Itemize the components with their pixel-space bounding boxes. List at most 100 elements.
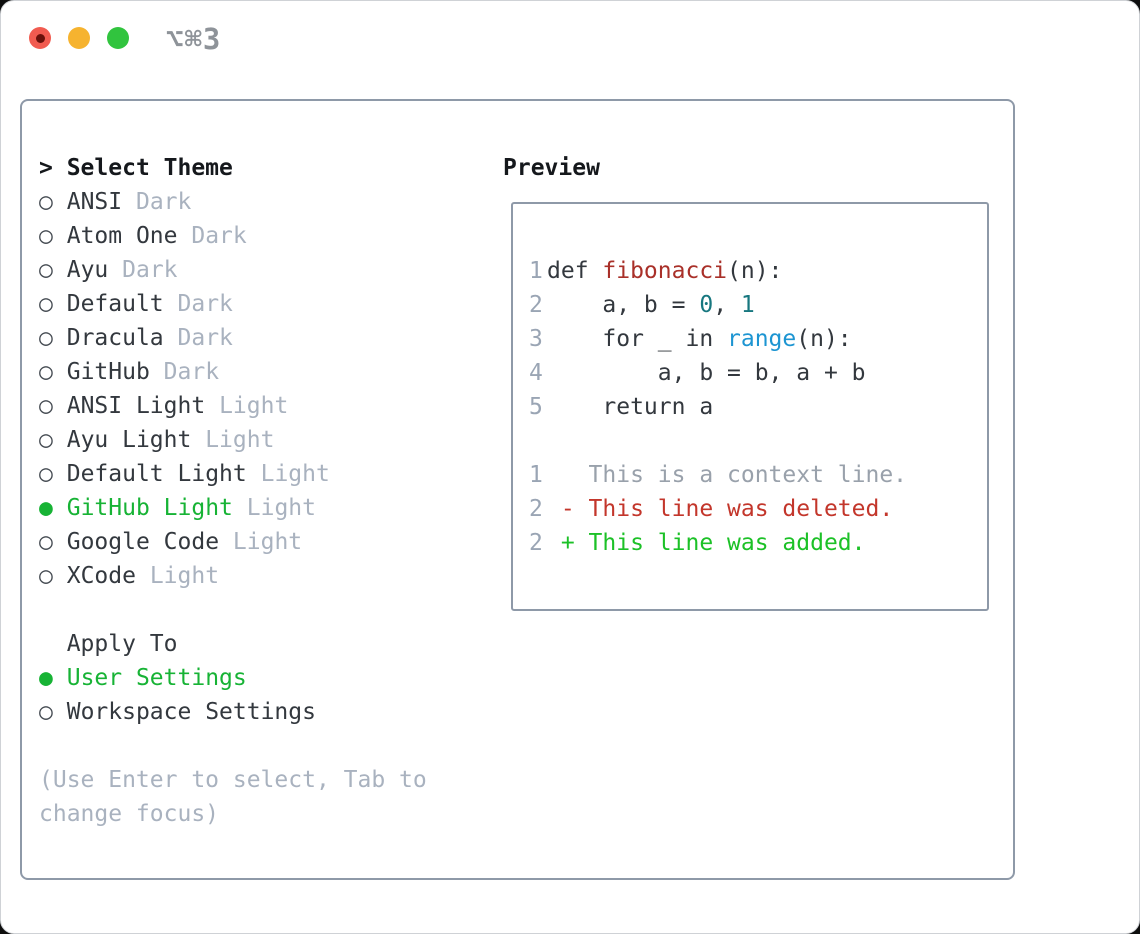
code-line: 1 This is a context line.: [529, 458, 977, 492]
theme-option[interactable]: ○ Ayu Light Light: [39, 423, 427, 457]
theme-option-label: Google Code: [66, 529, 220, 555]
code-line: 3 for _ in range(n):: [529, 322, 977, 356]
theme-variant-label: Dark: [122, 257, 178, 283]
theme-options: ○ ANSI Dark○ Atom One Dark○ Ayu Dark○ De…: [39, 185, 427, 593]
spacer-row: [39, 593, 427, 627]
theme-variant-label: Light: [149, 563, 220, 589]
radio-icon: ○: [39, 529, 53, 555]
code-segment: ,: [713, 292, 741, 318]
theme-option-label: Ayu: [66, 257, 109, 283]
code-segment: a, b =: [547, 292, 700, 318]
theme-list-title-row: >Select Theme: [39, 151, 427, 185]
code-segment: This is a context line.: [547, 462, 908, 488]
apply-to-title-row: Apply To: [39, 627, 427, 661]
radio-icon: ○: [39, 461, 53, 487]
code-line: 4 a, b = b, a + b: [529, 356, 977, 390]
theme-variant-label: Dark: [135, 189, 192, 215]
line-number: 5: [529, 394, 543, 420]
code-line: 2 + This line was added.: [529, 526, 977, 560]
theme-variant-label: Light: [205, 427, 275, 453]
code-segment: 0: [699, 292, 714, 318]
spacer-row: [39, 729, 427, 763]
code-segment: def: [547, 258, 603, 284]
code-segment: range: [727, 326, 797, 352]
line-number: 2: [529, 530, 543, 556]
theme-option[interactable]: ○ Default Dark: [39, 287, 427, 321]
line-number: 2: [529, 292, 543, 318]
theme-dialog: >Select Theme ○ ANSI Dark○ Atom One Dark…: [20, 99, 1015, 880]
code-segment: for _ in: [547, 326, 728, 352]
code-segment: (n):: [796, 326, 852, 352]
theme-option[interactable]: ○ Ayu Dark: [39, 253, 427, 287]
theme-option-label: Dracula: [66, 325, 164, 351]
theme-list-title: Select Theme: [66, 155, 233, 181]
apply-to-title: Apply To: [66, 631, 178, 657]
line-number: 4: [529, 360, 543, 386]
apply-to-options: ● User Settings○ Workspace Settings: [39, 661, 427, 729]
theme-option[interactable]: ○ ANSI Dark: [39, 185, 427, 219]
theme-option[interactable]: ● GitHub Light Light: [39, 491, 427, 525]
apply-to-option[interactable]: ○ Workspace Settings: [39, 695, 427, 729]
theme-option-label: Default Light: [66, 461, 247, 487]
code-line: 2 - This line was deleted.: [529, 492, 977, 526]
code-segment: 1: [740, 292, 755, 318]
radio-icon: ○: [39, 325, 53, 351]
theme-option-label: Ayu Light: [66, 427, 192, 453]
code-segment: (n):: [727, 258, 783, 284]
theme-option-label: GitHub: [66, 359, 150, 385]
theme-variant-label: Light: [246, 495, 316, 521]
theme-option-label: Default: [66, 291, 164, 317]
theme-option[interactable]: ○ Google Code Light: [39, 525, 427, 559]
code-segment: - This line was deleted.: [547, 496, 894, 522]
line-number: 2: [529, 496, 543, 522]
theme-option[interactable]: ○ GitHub Dark: [39, 355, 427, 389]
theme-option-label: XCode: [66, 563, 136, 589]
radio-icon: ○: [39, 189, 53, 215]
theme-variant-label: Light: [260, 461, 330, 487]
radio-icon: ○: [39, 257, 53, 283]
apply-to-option-label: Workspace Settings: [66, 699, 316, 725]
theme-option[interactable]: ○ Default Light Light: [39, 457, 427, 491]
theme-option[interactable]: ○ Atom One Dark: [39, 219, 427, 253]
theme-option-label: ANSI: [66, 189, 123, 215]
radio-selected-icon: ●: [39, 665, 53, 691]
theme-option-label: Atom One: [66, 223, 178, 249]
code-line: 2 a, b = 0, 1: [529, 288, 977, 322]
theme-option[interactable]: ○ Dracula Dark: [39, 321, 427, 355]
preview-title: Preview: [503, 155, 600, 181]
theme-option[interactable]: ○ ANSI Light Light: [39, 389, 427, 423]
theme-option[interactable]: ○ XCode Light: [39, 559, 427, 593]
line-number: 3: [529, 326, 543, 352]
theme-variant-label: Light: [219, 393, 289, 419]
theme-variant-label: Dark: [177, 325, 233, 351]
code-line: [529, 424, 977, 458]
keyboard-hint-line: (Use Enter to select, Tab to: [39, 767, 427, 793]
minimize-button[interactable]: [68, 27, 90, 49]
theme-option-label: GitHub Light: [66, 495, 233, 521]
line-number: 1: [529, 258, 543, 284]
code-segment: a, b = b, a + b: [547, 360, 866, 386]
close-button[interactable]: [29, 27, 51, 49]
radio-icon: ○: [39, 393, 53, 419]
code-segment: return a: [547, 394, 714, 420]
apply-to-option[interactable]: ● User Settings: [39, 661, 427, 695]
radio-icon: ○: [39, 563, 53, 589]
theme-variant-label: Dark: [191, 223, 247, 249]
preview-column: Preview: [503, 151, 600, 185]
radio-icon: ○: [39, 291, 53, 317]
line-number: 1: [529, 462, 543, 488]
zoom-button[interactable]: [107, 27, 129, 49]
theme-variant-label: Light: [232, 529, 303, 555]
radio-icon: ○: [39, 359, 53, 385]
theme-option-label: ANSI Light: [66, 393, 206, 419]
radio-icon: ○: [39, 699, 53, 725]
apply-to-option-label: User Settings: [66, 665, 247, 691]
close-dot-icon: [35, 33, 45, 43]
code-segment: + This line was added.: [547, 530, 866, 556]
window-titlebar: ⌥⌘3: [1, 1, 1139, 77]
radio-selected-icon: ●: [39, 495, 53, 521]
radio-icon: ○: [39, 427, 53, 453]
